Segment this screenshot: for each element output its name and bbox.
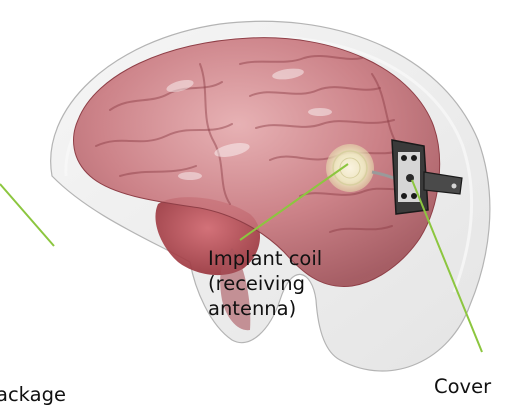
- implant-coil-label-line3: antenna): [208, 296, 348, 321]
- leader-line-package: [0, 184, 54, 246]
- cover-label: Cover: [434, 374, 491, 399]
- implant-coil-label-line1: Implant coil: [208, 246, 348, 271]
- implant-coil-label: Implant coil (receiving antenna): [208, 246, 348, 321]
- implant-coil-icon: [326, 144, 374, 192]
- implant-coil-label-line2: (receiving: [208, 271, 348, 296]
- package-label: ackage: [0, 382, 66, 407]
